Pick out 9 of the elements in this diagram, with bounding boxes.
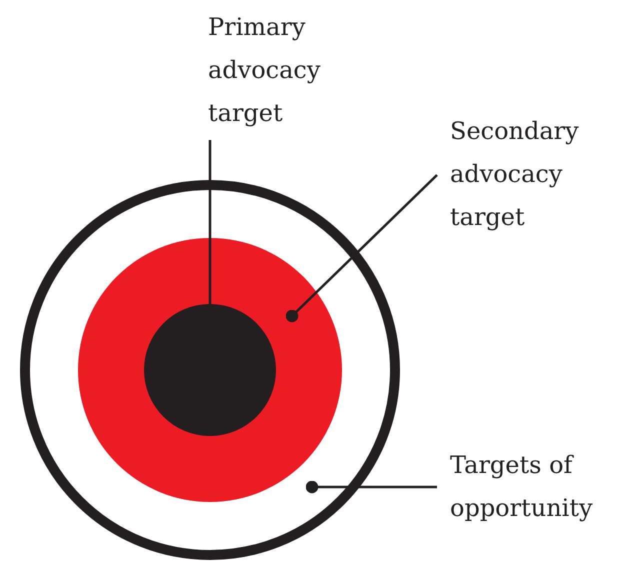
leader-line — [286, 174, 438, 322]
callout-label: Primary advocacy target — [208, 6, 358, 135]
leader-line — [306, 480, 437, 494]
middle-disc — [78, 238, 342, 502]
callout-label: Secondary advocacy target — [450, 110, 610, 239]
leader-line — [208, 140, 212, 305]
center-disc — [144, 304, 276, 436]
target-ring — [20, 180, 400, 560]
callout-label: Targets of opportunity — [450, 444, 615, 530]
